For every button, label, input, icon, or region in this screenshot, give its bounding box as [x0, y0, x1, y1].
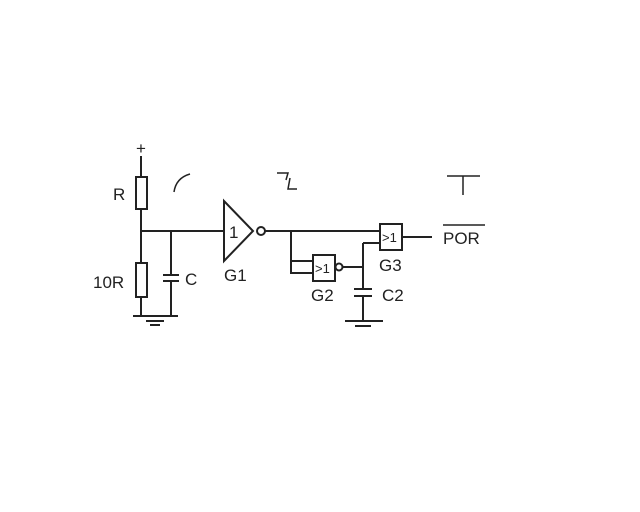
rising-curve-icon: [173, 173, 191, 193]
supply-plus-label: +: [136, 139, 146, 158]
capacitor-c-label: C: [185, 270, 197, 289]
output-por-label: POR: [443, 229, 480, 248]
gate-g1-label: G1: [224, 266, 247, 285]
gate-g2-symbol: >1: [315, 261, 330, 276]
gate-g2-label: G2: [311, 286, 334, 305]
capacitor-c2-label: C2: [382, 286, 404, 305]
capacitor-c: [163, 274, 179, 282]
gate-g1-symbol: 1: [229, 223, 238, 242]
resistor-r: [135, 176, 148, 210]
resistor-r-label: R: [113, 185, 125, 204]
falling-edge-icon: [277, 172, 297, 190]
gate-g2-bubble: [334, 262, 344, 272]
resistor-10r: [135, 262, 148, 298]
resistor-10r-label: 10R: [93, 273, 124, 292]
gate-g1-inverter: [223, 198, 255, 264]
pulse-icon: [447, 175, 480, 195]
ground-icon: [345, 320, 383, 327]
capacitor-c2: [354, 288, 372, 297]
gate-g3-symbol: >1: [382, 230, 397, 245]
gate-g3-label: G3: [379, 256, 402, 275]
wire-g2-to-g3: [343, 242, 380, 289]
ground-icon: [146, 320, 164, 326]
gate-g1-bubble: [256, 226, 266, 236]
wire-g1-to-g2: [290, 231, 313, 274]
